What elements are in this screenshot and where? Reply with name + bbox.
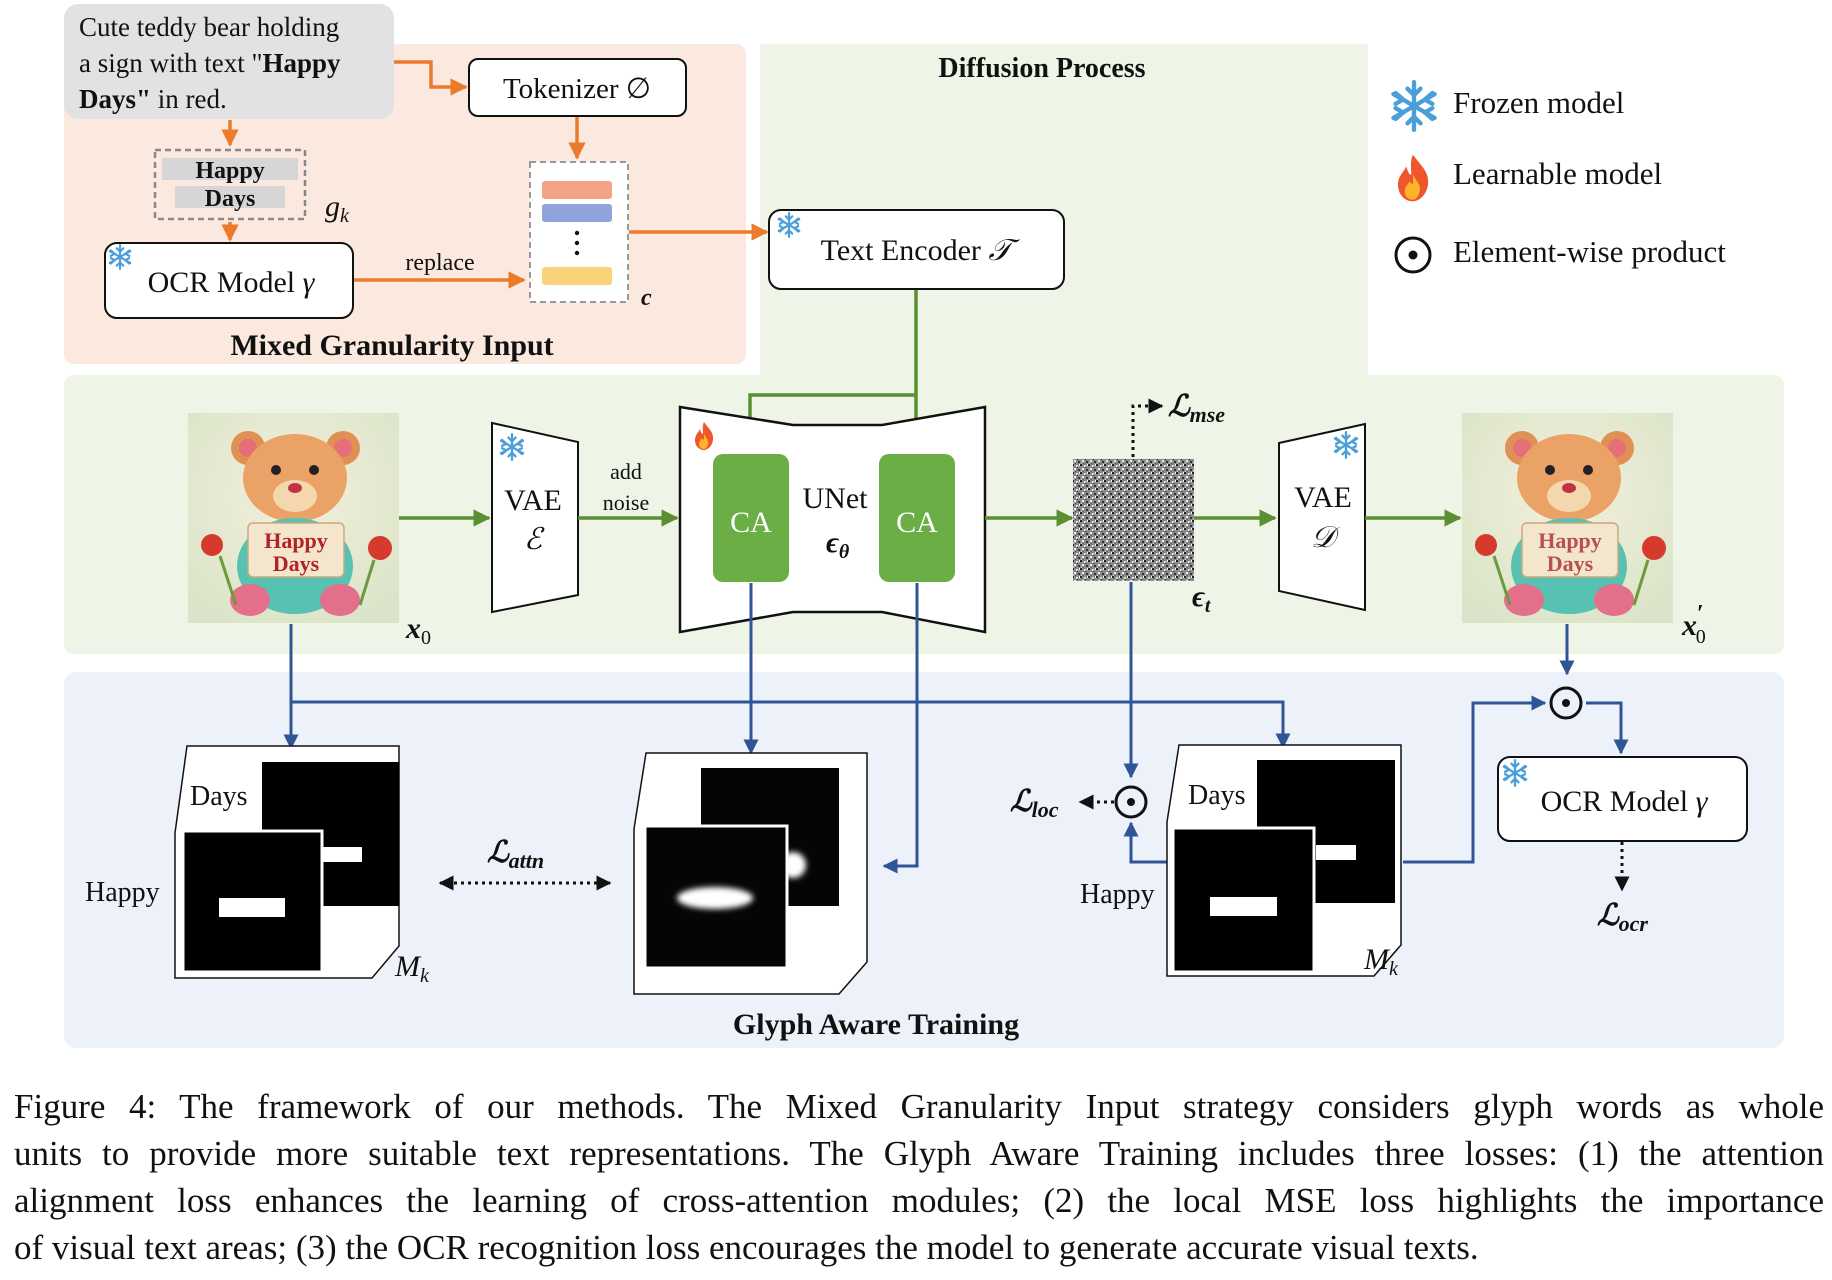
loss-attn-label: ℒattn	[487, 836, 544, 873]
glyph-aware-title: Glyph Aware Training	[733, 1008, 1019, 1041]
ocr-model-label-bottom: OCR Model γ	[1541, 785, 1709, 818]
prompt-line3: in red.	[151, 84, 227, 114]
ca-left-label: CA	[730, 506, 772, 539]
x0-prime-label: x′0	[1681, 601, 1706, 648]
glyph-word-days: Days	[205, 186, 256, 212]
c-label: c	[641, 285, 652, 311]
mask-stack-left	[174, 745, 400, 979]
ca-right-to-attn-arrow	[882, 583, 919, 874]
output-sign-happy: Happy	[1538, 528, 1602, 553]
output-image-bear	[1462, 413, 1673, 623]
caption-line-1: Figure 4: The framework of our methods. …	[14, 1087, 1824, 1126]
bear-sign-happy: Happy	[264, 528, 328, 553]
mixed-granularity-title: Mixed Granularity Input	[230, 329, 553, 362]
prompt-bold-days: Days"	[79, 84, 151, 114]
tokenizer-box	[468, 58, 687, 117]
ocr-model-box-bottom	[1497, 756, 1748, 842]
prompt-bubble	[64, 4, 394, 119]
vae-decoder-label: VAE	[1294, 481, 1352, 514]
input-image-bear	[188, 413, 399, 623]
learnable-model-flame-icon	[1398, 154, 1429, 202]
prompt-bold-happy: Happy	[263, 48, 342, 78]
vae-encoder-symbol: ℰ	[524, 523, 545, 556]
replace-label: replace	[405, 250, 474, 276]
noise-image	[1073, 459, 1194, 581]
product-to-ocr-arrow	[1586, 701, 1629, 755]
x0-to-right-mask-arrow	[291, 700, 1291, 749]
prompt-text: Cute teddy bear holding a sign with text…	[79, 12, 347, 114]
x0-label: x0	[405, 612, 431, 649]
element-wise-product-right	[1549, 686, 1583, 720]
prompt-line2: a sign with text "	[79, 48, 263, 78]
caption-line-3: alignment loss enhances the learning of …	[14, 1181, 1824, 1220]
diffusion-process-title: Diffusion Process	[938, 53, 1145, 84]
mask-label-days-right: Days	[1188, 780, 1246, 811]
caption-line-2: units to provide more suitable text repr…	[14, 1134, 1824, 1173]
element-wise-product-loc	[1114, 785, 1148, 819]
ca-block-left	[713, 454, 789, 582]
gk-label: gk	[325, 190, 350, 227]
frozen-model-snowflake-icon	[1393, 82, 1434, 130]
framework-diagram: Cute teddy bear holding a sign with text…	[64, 4, 1784, 1048]
tokenizer-symbol: ∅	[626, 73, 651, 105]
loss-loc-label: ℒloc	[1010, 785, 1059, 822]
mask-label-days-left: Days	[190, 781, 248, 812]
ca-right-label: CA	[896, 506, 938, 539]
output-sign-days: Days	[1547, 551, 1594, 576]
mask-label-happy-right: Happy	[1080, 879, 1155, 910]
loss-mse-label: ℒmse	[1168, 390, 1225, 427]
figure-caption: Figure 4: The framework of our methods. …	[14, 1083, 1824, 1271]
add-noise-label-1: add	[610, 459, 642, 484]
mk-label-right: Mk	[1363, 943, 1399, 980]
vae-encoder-trapezoid	[491, 421, 579, 614]
prompt-to-tokenizer-arrow	[394, 60, 468, 96]
ocr-model-box-top	[104, 242, 354, 319]
mask-label-happy-left: Happy	[85, 877, 160, 908]
vae-decoder-trapezoid	[1278, 422, 1366, 612]
legend-frozen-label: Frozen model	[1453, 85, 1624, 120]
add-noise-label-2: noise	[603, 490, 649, 515]
legend-learnable-label: Learnable model	[1453, 156, 1662, 191]
vae-encoder-label: VAE	[504, 484, 562, 517]
mask-to-product-arrow	[1403, 695, 1547, 864]
bear-sign-days: Days	[273, 551, 320, 576]
legend-product-label: Element-wise product	[1453, 234, 1726, 269]
glyph-word-happy: Happy	[195, 158, 264, 184]
attention-map-stack	[633, 752, 868, 995]
element-wise-product-icon	[1394, 236, 1432, 274]
tokenizer-label: Tokenizer ∅	[503, 73, 651, 105]
mask-to-loc-arrow	[1123, 821, 1167, 864]
ca-block-right	[879, 454, 955, 582]
eps-theta-label: ϵθ	[826, 526, 850, 563]
prompt-line1: Cute teddy bear holding	[79, 12, 339, 42]
text-encoder-box	[768, 209, 1065, 290]
glyph-word-box	[153, 148, 307, 221]
mask-stack-right	[1166, 744, 1402, 977]
mk-label-left: Mk	[394, 950, 430, 987]
unet-label: UNet	[803, 482, 869, 515]
mse-loss-arrow	[1131, 398, 1164, 457]
ocr-model-label-top: OCR Model γ	[148, 266, 316, 299]
text-encoder-label: Text Encoder 𝒯	[821, 234, 1021, 267]
eps-t-label: ϵt	[1192, 580, 1212, 617]
loss-ocr-label: ℒocr	[1597, 899, 1648, 936]
caption-line-4: of visual text areas; (3) the OCR recogn…	[14, 1228, 1479, 1267]
